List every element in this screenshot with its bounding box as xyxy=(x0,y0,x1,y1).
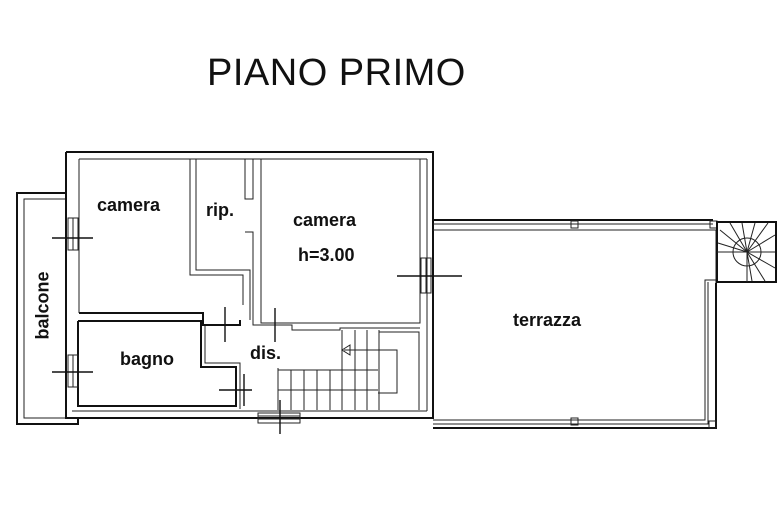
camera-main-walls xyxy=(260,159,421,331)
bagno-walls xyxy=(77,320,241,409)
spiral-staircase xyxy=(716,221,777,283)
room-label-disimpegno: dis. xyxy=(250,343,282,363)
windows xyxy=(52,217,462,406)
room-label-camera-left: camera xyxy=(97,195,161,215)
room-label-balcone: balcone xyxy=(32,271,53,340)
room-label-camera-main: camera xyxy=(293,210,357,230)
room-label-bagno: bagno xyxy=(120,349,174,369)
room-label-terrazza: terrazza xyxy=(513,310,582,330)
entry-door xyxy=(257,400,301,434)
camera-left-walls xyxy=(79,159,251,326)
room-label-ripostiglio: rip. xyxy=(206,200,235,220)
room-height-note: h=3.00 xyxy=(298,245,355,265)
main-staircase xyxy=(277,330,420,410)
ripostiglio-walls xyxy=(244,159,262,326)
page-title: PIANO PRIMO xyxy=(207,52,466,94)
balcone-walls xyxy=(16,192,79,425)
